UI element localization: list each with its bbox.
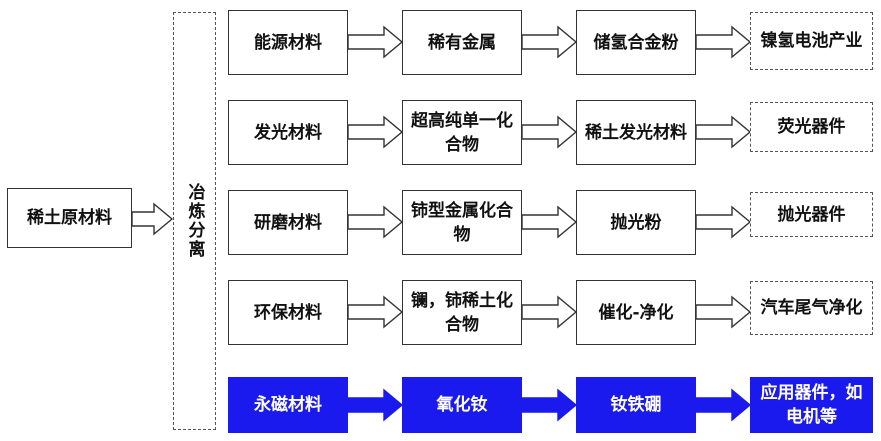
arrow-row-0-step-1 [347,25,404,59]
arrow-row-2-step-2 [521,205,578,239]
row-4-intermediate-label: 钕铁硼 [610,395,662,415]
row-0-product: 镍氢电池产业 [750,12,873,70]
row-2-product: 抛光器件 [750,192,873,237]
arrow-row-2-step-1 [347,205,404,239]
arrow-row-0-step-2 [521,25,578,59]
arrow-row-1-step-2 [521,115,578,149]
row-2-product-label: 抛光器件 [777,204,846,225]
row-0-intermediate-label: 储氢合金粉 [593,32,679,53]
row-1-product-label: 荧光器件 [777,117,846,137]
row-4-compound-label: 氧化钕 [436,395,488,415]
process-label: 冶炼分离 [184,183,205,259]
row-0-compound-label: 稀有金属 [428,32,496,53]
row-1-compound: 超高纯单一化合物 [402,100,522,165]
row-1-product: 荧光器件 [750,102,873,152]
arrow-row-4-step-2 [521,388,578,422]
row-3-product: 汽车尾气净化 [750,281,873,335]
row-3-material: 环保材料 [228,280,348,345]
row-4-material-label: 永磁材料 [254,395,322,415]
row-3-compound: 镧，铈稀土化合物 [402,280,522,345]
row-3-intermediate: 催化-净化 [576,280,696,345]
row-4-intermediate: 钕铁硼 [576,377,696,433]
row-0-compound: 稀有金属 [402,10,522,75]
row-0-intermediate: 储氢合金粉 [576,10,696,75]
arrow-row-3-step-1 [347,295,404,329]
row-3-product-label: 汽车尾气净化 [760,298,863,318]
row-3-compound-label: 镧，铈稀土化合物 [411,290,513,335]
arrow-row-1-step-3 [695,115,752,149]
arrow-row-3-step-3 [695,295,752,329]
arrow-source-to-process [131,202,174,236]
row-0-material-label: 能源材料 [254,32,322,53]
row-2-intermediate-label: 抛光粉 [610,212,662,233]
row-4-compound: 氧化钕 [402,377,522,433]
row-0-product-label: 镍氢电池产业 [760,31,863,51]
process-box: 冶炼分离 [173,12,216,430]
arrow-row-4-step-3 [695,388,752,422]
arrow-row-2-step-3 [695,205,752,239]
row-1-material: 发光材料 [228,100,348,165]
arrow-row-4-step-1 [347,388,404,422]
row-2-compound: 铈型金属化合物 [402,190,522,255]
source-box: 稀土原材料 [7,188,132,248]
row-2-intermediate: 抛光粉 [576,190,696,255]
row-1-intermediate-label: 稀土发光材料 [585,122,687,143]
arrow-row-0-step-3 [695,25,752,59]
row-2-material: 研磨材料 [228,190,348,255]
row-4-product-label: 应用器件，如电机等 [760,383,863,427]
row-1-compound-label: 超高纯单一化合物 [411,110,513,155]
arrow-row-3-step-2 [521,295,578,329]
arrow-row-1-step-1 [347,115,404,149]
row-4-material: 永磁材料 [228,377,348,433]
row-4-product: 应用器件，如电机等 [750,377,873,433]
row-2-compound-label: 铈型金属化合物 [411,200,513,245]
row-0-material: 能源材料 [228,10,348,75]
row-3-material-label: 环保材料 [254,302,322,323]
row-1-material-label: 发光材料 [254,122,322,143]
source-label: 稀土原材料 [27,208,112,228]
row-1-intermediate: 稀土发光材料 [576,100,696,165]
row-2-material-label: 研磨材料 [254,212,322,233]
row-3-intermediate-label: 催化-净化 [598,302,674,323]
